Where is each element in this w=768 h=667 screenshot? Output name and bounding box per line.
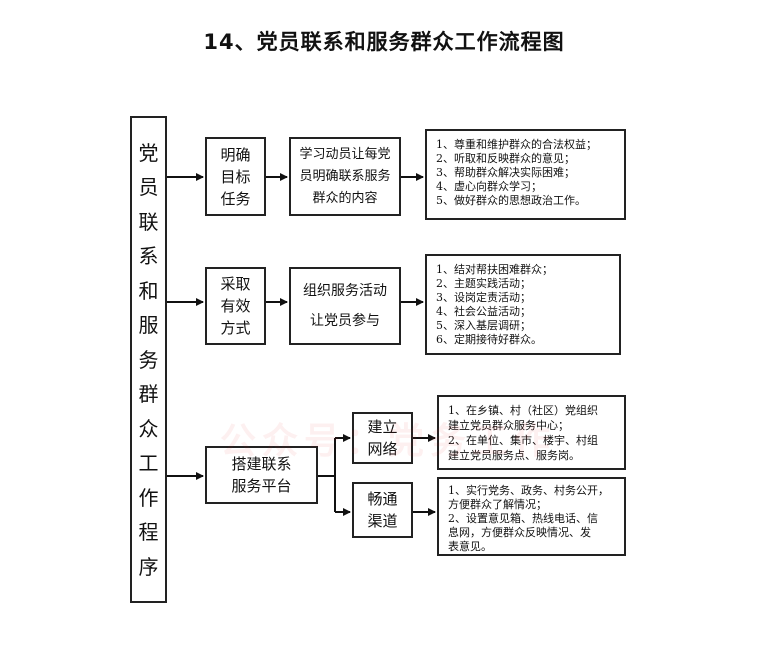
box-line: 畅通 [367, 490, 398, 508]
box-line: 建立 [367, 418, 398, 436]
list-item: 1、在乡镇、村（社区）党组织 [448, 404, 598, 417]
branch-channel-box: 畅通 渠道 [352, 482, 413, 538]
main-process-box: 党 员 联 系 和 服 务 群 众 工 作 程 序 [130, 116, 167, 603]
list-item: 1、结对帮扶困难群众； [436, 263, 553, 276]
row1-goal-box: 明确 目标 任务 [205, 137, 266, 216]
list-item: 方便群众了解情况； [448, 498, 547, 511]
main-char: 序 [138, 554, 159, 579]
list-item: 表意见。 [448, 540, 492, 553]
branch-network-box: 建立 网络 [352, 412, 413, 464]
list-item: 3、设岗定责活动； [436, 291, 531, 304]
branch-channel-list: 1、实行党务、政务、村务公开， 方便群众了解情况； 2、设置意见箱、热线电话、信… [437, 477, 626, 556]
list-item: 1、尊重和维护群众的合法权益； [436, 138, 597, 151]
list-item: 6、定期接待好群众。 [436, 333, 542, 346]
row3-platform-box: 搭建联系 服务平台 [205, 446, 318, 504]
box-line: 渠道 [367, 512, 398, 530]
list-item: 2、听取和反映群众的意见； [436, 152, 575, 165]
main-char: 系 [138, 244, 159, 268]
main-char: 程 [138, 520, 159, 544]
list-item: 2、设置意见箱、热线电话、信 [448, 512, 598, 525]
box-line: 组织服务活动 [303, 283, 387, 299]
box-line: 学习动员让每党 [299, 146, 391, 162]
list-item: 4、社会公益活动； [436, 305, 531, 318]
list-item: 息网，方便群众反映情况、发 [448, 526, 591, 539]
list-item: 建立党员群众服务中心； [448, 419, 569, 432]
row2-activity-list: 1、结对帮扶困难群众； 2、主题实践活动； 3、设岗定责活动； 4、社会公益活动… [425, 254, 621, 355]
main-char: 服 [138, 313, 159, 337]
box-line: 员明确联系服务 [299, 168, 391, 184]
list-item: 4、虚心向群众学习； [436, 180, 542, 193]
list-item: 建立党员服务点、服务岗。 [448, 449, 580, 462]
list-item: 5、做好群众的思想政治工作。 [436, 194, 586, 207]
branch-network-list: 1、在乡镇、村（社区）党组织 建立党员群众服务中心； 2、在单位、集市、楼宇、村… [437, 395, 626, 470]
main-char: 工 [138, 451, 159, 475]
main-char: 和 [138, 278, 159, 303]
row2-method-box: 采取 有效 方式 [205, 267, 266, 345]
row1-content-list: 1、尊重和维护群众的合法权益； 2、听取和反映群众的意见； 3、帮助群众解决实际… [425, 129, 626, 220]
box-line: 服务平台 [231, 477, 292, 495]
box-line: 让党员参与 [310, 313, 380, 329]
row1-study-box: 学习动员让每党 员明确联系服务 群众的内容 [289, 137, 401, 216]
box-line: 明确 [220, 145, 251, 164]
main-char: 员 [138, 175, 159, 199]
box-line: 网络 [367, 440, 398, 458]
page-title: 14、党员联系和服务群众工作流程图 [203, 30, 565, 54]
main-char: 务 [138, 347, 159, 372]
list-item: 2、在单位、集市、楼宇、村组 [448, 434, 598, 447]
box-line: 目标 [220, 167, 251, 186]
main-char: 作 [138, 485, 159, 510]
main-char: 联 [138, 209, 159, 234]
list-item: 3、帮助群众解决实际困难； [436, 166, 575, 179]
box-line: 群众的内容 [312, 190, 378, 206]
list-item: 5、深入基层调研； [436, 319, 531, 332]
box-line: 采取 [220, 275, 251, 293]
list-item: 1、实行党务、政务、村务公开， [448, 484, 609, 497]
main-char: 众 [138, 416, 159, 441]
list-item: 2、主题实践活动； [436, 277, 531, 290]
box-line: 方式 [220, 319, 251, 337]
watermark: 公众号：党务工作 [219, 421, 556, 462]
main-char: 群 [138, 382, 159, 406]
row2-activity-box: 组织服务活动 让党员参与 [289, 267, 401, 345]
main-char: 党 [138, 140, 159, 165]
box-line: 有效 [220, 297, 251, 315]
box-line: 任务 [220, 189, 251, 208]
box-line: 搭建联系 [231, 455, 292, 473]
